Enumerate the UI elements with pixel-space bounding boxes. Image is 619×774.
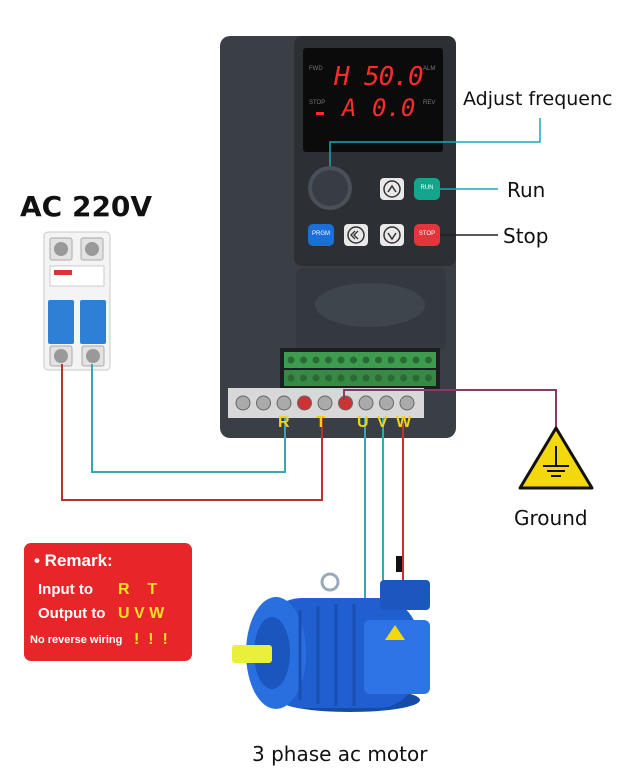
display-line2-char: A — [342, 94, 357, 122]
down-key — [380, 224, 404, 246]
control-terminal-screw — [287, 356, 295, 364]
run-key-body — [414, 178, 440, 200]
control-terminal-screw — [312, 374, 320, 382]
left-key — [344, 224, 368, 246]
remark-output-label: Output to — [38, 605, 106, 622]
remark-output-terms: U V W — [118, 605, 165, 622]
control-terminal-screw — [350, 356, 357, 364]
control-terminal-screw — [375, 374, 382, 382]
power-terminal-screw — [297, 395, 312, 411]
terminal-w-label: W — [396, 414, 412, 431]
wire-t-input — [61, 364, 323, 501]
stop-key-body — [414, 224, 440, 246]
power-terminal-screw — [358, 395, 374, 411]
power-terminal-screw — [256, 395, 271, 411]
ground-label: Ground — [514, 506, 588, 530]
control-terminal-screw — [375, 356, 382, 364]
display-line1-char: H — [334, 62, 350, 92]
run-key[interactable]: RUN — [420, 185, 434, 191]
display-line2-value: 0.0 — [372, 94, 416, 122]
control-terminal-screw — [300, 374, 307, 382]
supply-voltage-label: AC 220V — [20, 190, 153, 223]
remark-warning-marks: ! ! ! — [134, 631, 168, 648]
terminal-r-label: R — [278, 414, 290, 431]
terminal-u-label: U — [357, 414, 369, 431]
control-terminal-screw — [387, 374, 395, 382]
indicator-stop: STOP — [309, 100, 326, 106]
control-terminal-screw — [325, 374, 332, 382]
control-terminals — [287, 356, 432, 382]
control-terminal-screw — [337, 374, 345, 382]
control-terminal-screw — [425, 374, 432, 382]
motor-label: 3 phase ac motor — [252, 742, 428, 766]
control-terminal-screw — [287, 374, 295, 382]
remark-warning: No reverse wiring — [30, 634, 123, 646]
adjust-callout-line — [329, 118, 541, 166]
control-terminal-screw — [325, 356, 332, 364]
control-terminal-screw — [350, 374, 357, 382]
indicator-rev: REV — [423, 100, 436, 106]
prgm-key-body — [308, 224, 334, 246]
remark-input-label: Input to — [38, 581, 93, 598]
prgm-key[interactable]: PRGM — [312, 231, 330, 237]
control-terminal-screw — [425, 356, 432, 364]
wire-ground — [343, 389, 557, 428]
frequency-knob — [308, 166, 352, 210]
control-terminal-screw — [412, 356, 420, 364]
up-key — [380, 178, 404, 200]
run-label: Run — [507, 178, 546, 202]
circuit-breaker — [43, 231, 111, 371]
control-terminal-screw — [312, 356, 320, 364]
ground-warning-icon — [518, 426, 594, 490]
control-terminal-screw — [400, 374, 407, 382]
power-terminal-screw — [235, 395, 251, 411]
power-terminal-screw — [379, 395, 394, 411]
terminal-t-label: T — [316, 414, 326, 431]
indicator-alm: ALM — [423, 66, 436, 72]
power-terminal-screw — [276, 395, 292, 411]
display-line2-dash — [316, 112, 324, 115]
power-terminal-screw — [338, 395, 353, 411]
motor-illustration — [232, 556, 430, 712]
indicator-fwd: FWD — [309, 66, 323, 72]
wire-r-input — [91, 364, 286, 473]
power-terminal-screws — [235, 395, 415, 411]
control-terminal-screw — [400, 356, 407, 364]
control-terminal-screw — [300, 356, 307, 364]
display-line1-value: 50.0 — [364, 62, 424, 92]
control-terminal-screw — [387, 356, 395, 364]
terminal-v-label: V — [377, 414, 388, 431]
power-terminal-screw — [399, 395, 415, 411]
remark-title: • Remark: — [34, 551, 113, 570]
power-terminal-screw — [317, 395, 333, 411]
remark-input-terms: R T — [118, 581, 158, 598]
stop-label: Stop — [503, 224, 549, 248]
control-terminal-screw — [337, 356, 345, 364]
adjust-frequency-label: Adjust frequenc — [463, 88, 613, 110]
control-terminal-screw — [362, 356, 370, 364]
control-terminal-screw — [412, 374, 420, 382]
control-terminal-screw — [362, 374, 370, 382]
stop-key[interactable]: STOP — [418, 231, 436, 237]
vfd-housing — [220, 36, 456, 438]
remark-box: • Remark: Input to R T Output to U V W N… — [24, 543, 192, 661]
